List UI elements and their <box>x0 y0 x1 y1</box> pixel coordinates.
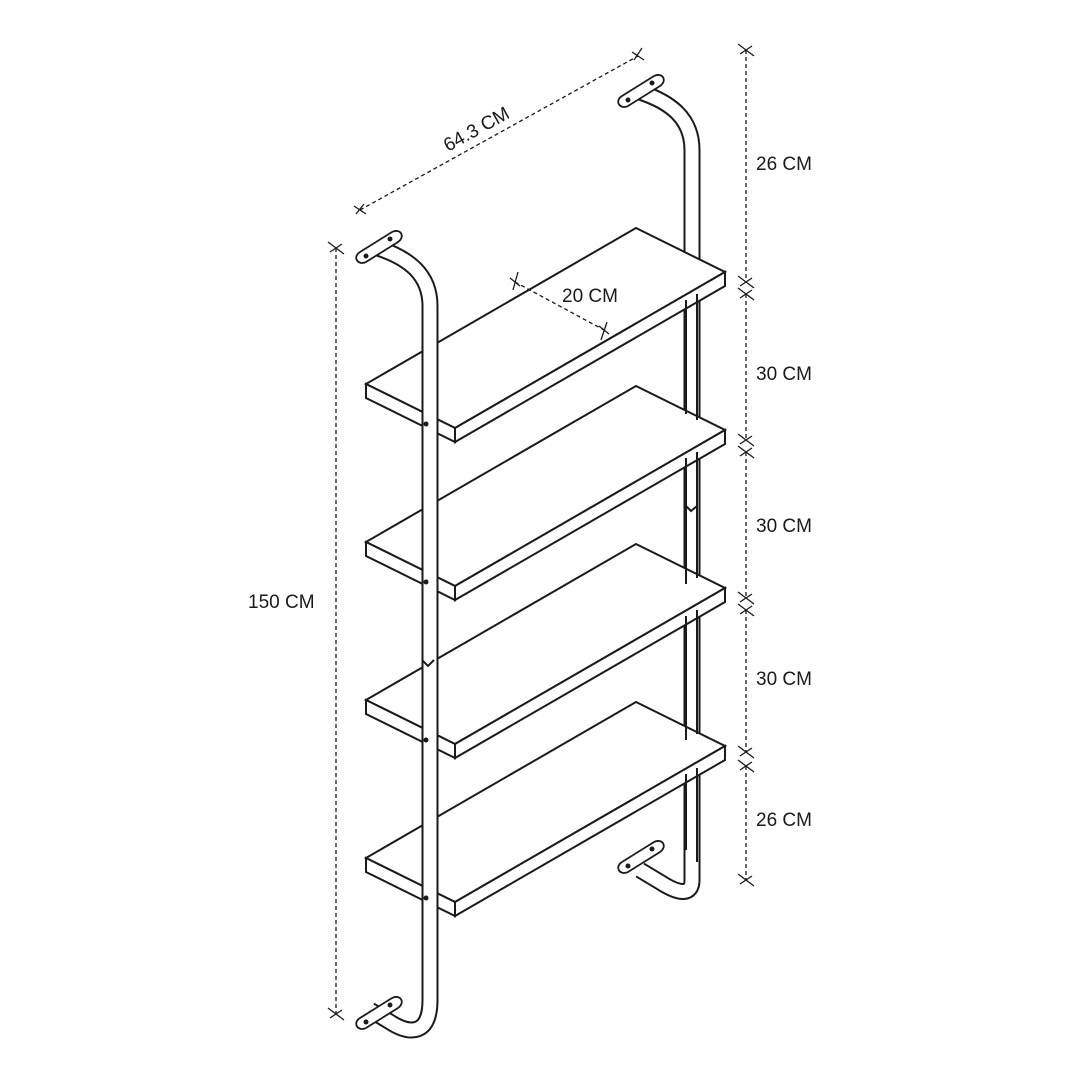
total-height-label: 150 CM <box>248 592 315 613</box>
width-label: 64.3 CM <box>440 103 513 156</box>
shelf-board-3 <box>363 542 728 760</box>
depth-label: 20 CM <box>562 286 618 307</box>
shelf-gap-2-label: 30 CM <box>756 516 812 537</box>
right-upright <box>617 74 701 900</box>
left-upright <box>355 230 439 1039</box>
total-height-dimension: 150 CM <box>248 241 345 1021</box>
shelf-gap-1-label: 30 CM <box>756 364 812 385</box>
bottom-left-wall-bracket <box>355 996 403 1030</box>
depth-dimension: 20 CM <box>509 271 618 341</box>
top-gap-label: 26 CM <box>756 154 812 175</box>
top-right-wall-bracket <box>617 74 665 108</box>
width-dimension: 64.3 CM <box>353 47 645 215</box>
vertical-gap-dimensions: 26 CM 30 CM 30 CM 30 CM 26 CM <box>737 43 812 887</box>
top-left-wall-bracket <box>355 230 403 264</box>
shelf-board-1 <box>363 226 728 444</box>
bottom-gap-label: 26 CM <box>756 810 812 831</box>
right-upright-segments <box>685 294 698 862</box>
shelf-gap-3-label: 30 CM <box>756 669 812 690</box>
shelf-boards <box>363 226 728 918</box>
bottom-right-wall-bracket <box>617 840 665 874</box>
